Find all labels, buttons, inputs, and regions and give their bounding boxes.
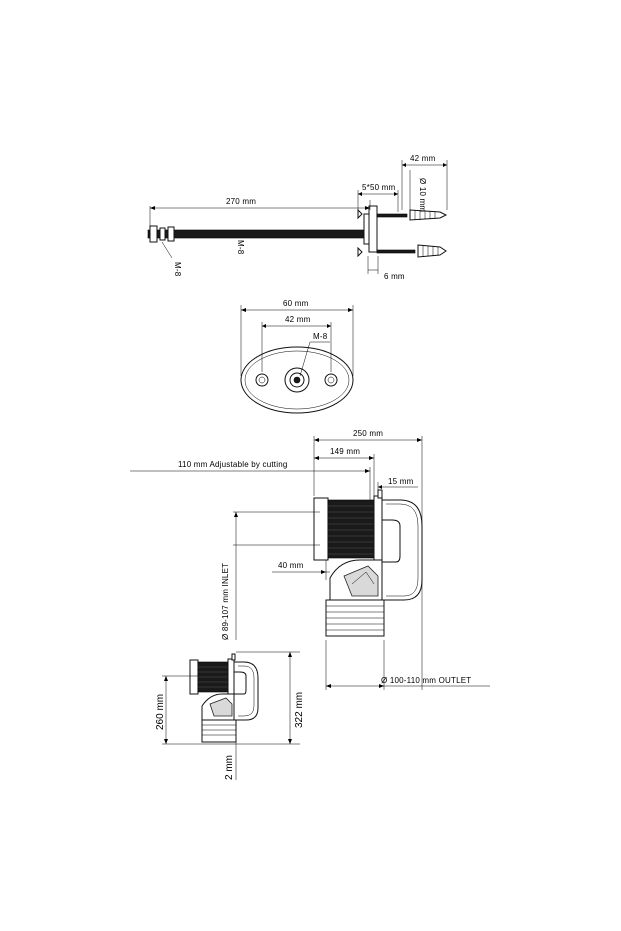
small-connector-view: 260 mm 322 mm 2 mm (155, 651, 305, 780)
flange-width-label: 15 mm (388, 477, 414, 486)
wall-plate-inner (363, 213, 370, 245)
coupling-ring (373, 495, 383, 563)
lower-anchor (417, 244, 447, 258)
small-bottom-label: 2 mm (224, 755, 235, 780)
inlet-flange (313, 497, 329, 561)
small-total-height-label: 322 mm (294, 692, 305, 728)
screw-size-label: 5*50 mm (362, 183, 396, 192)
plate-hole-left (255, 373, 269, 387)
plate-thread-label: M-8 (313, 332, 328, 341)
total-length-label: 250 mm (353, 429, 383, 438)
plate-thickness-label: 6 mm (384, 272, 405, 281)
anchor-diameter-label: Ø 10 mm (418, 178, 427, 212)
upper-screw (376, 213, 408, 218)
rod-thread-left-label: M-8 (173, 262, 182, 277)
rod-thread-mid-label: M-8 (236, 240, 245, 255)
rod-length-label: 270 mm (226, 197, 256, 206)
lower-screw (376, 249, 416, 254)
rod-nut-left-3 (167, 226, 175, 242)
ribbed-body (327, 499, 375, 559)
body-length-label: 149 mm (330, 447, 360, 456)
plate-hole-right (324, 373, 338, 387)
elbow-pipe (381, 499, 423, 601)
adjustable-label: 110 mm Adjustable by cutting (178, 460, 288, 469)
offset-label: 40 mm (278, 561, 304, 570)
small-outlet (201, 719, 237, 743)
mounting-plate-view: 60 mm 42 mm M-8 (240, 299, 354, 414)
plate-width-label: 60 mm (283, 299, 309, 308)
anchor-depth-label: 42 mm (410, 154, 436, 163)
rod-nut-left (149, 225, 158, 243)
wall-plate (368, 205, 378, 253)
rod-nut-left-2 (159, 227, 166, 241)
inlet-diameter-label: Ø 89-107 mm INLET (221, 563, 230, 640)
small-elbow (233, 661, 259, 721)
connector-view: 250 mm 110 mm Adjustable by cutting 149 … (130, 429, 490, 690)
outlet-diameter-label: Ø 100-110 mm OUTLET (381, 676, 471, 685)
threaded-rod (147, 229, 371, 239)
rod-assembly-view: 270 mm M-8 M-8 5*50 mm 42 mm Ø 10 mm 6 m… (147, 154, 448, 281)
small-height-label: 260 mm (155, 694, 166, 730)
upper-anchor (409, 209, 448, 221)
plate-hole-spacing-label: 42 mm (285, 315, 311, 324)
